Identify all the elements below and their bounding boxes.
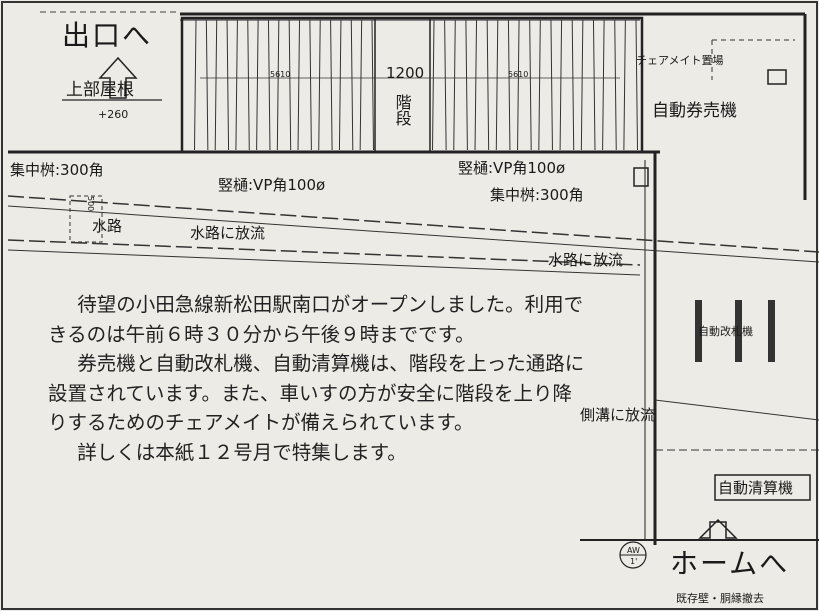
stair-tread xyxy=(559,19,563,151)
downpipe-right-label: 竪樋:VP角100ø xyxy=(458,159,566,177)
article-paragraph-3: 詳しくは本紙１２号月で特集します。 xyxy=(77,440,407,464)
stair-tread xyxy=(571,19,575,151)
stair-tread xyxy=(602,19,605,151)
article-text: 待望の小田急線新松田駅南口がオープンしました。利用できるのは午前６時３０分から午… xyxy=(48,290,588,467)
chair-storage-mark xyxy=(767,69,787,85)
roof-level-label: +260 xyxy=(98,108,129,121)
platform-arrow xyxy=(698,518,738,539)
stair-tread xyxy=(550,19,553,151)
platform-label: ホームへ xyxy=(670,547,790,580)
ticket-gate-label: 自動改札機 xyxy=(698,325,753,338)
stair-tread xyxy=(276,19,280,151)
dimension-right-label: 5610 xyxy=(508,70,529,79)
stair-tread xyxy=(256,19,259,151)
stair-tread xyxy=(350,19,354,151)
catch-basin-right-label: 集中桝:300角 xyxy=(490,186,584,204)
stair-tread xyxy=(318,19,321,151)
exit-arrow xyxy=(98,56,138,99)
roof-label: 上部屋根 xyxy=(66,80,134,100)
channel-dimension-label: 500 xyxy=(86,196,95,212)
stair-tread xyxy=(486,19,490,151)
stair-tread xyxy=(226,19,230,151)
structure-line-1 xyxy=(654,399,819,421)
aw-bottom-label: 1' xyxy=(630,557,638,566)
dimension-left-label: 5610 xyxy=(270,70,291,79)
stair-tread xyxy=(235,19,238,151)
fare-adjust-label: 自動清算機 xyxy=(718,479,794,497)
stair-tread xyxy=(623,19,626,151)
catch-basin-box xyxy=(69,195,103,243)
catch-basin-left-label: 集中桝:300角 xyxy=(10,161,104,179)
stair-tread xyxy=(309,19,312,151)
side-ditch-label: 側溝に放流 xyxy=(580,406,656,424)
stair-tread xyxy=(444,19,447,151)
stair-tread xyxy=(592,19,596,151)
waterway-label: 水路 xyxy=(92,217,123,235)
ticket-gates xyxy=(695,300,775,362)
fare-adjust-box xyxy=(714,474,811,501)
downpipe-mark xyxy=(633,167,649,187)
existing-wall-label: 既存壁・胴縁撤去 xyxy=(676,592,764,605)
article-paragraph-2: 券売機と自動改札機、自動清算機は、階段を上った通路に設置されています。また、車い… xyxy=(48,352,585,434)
ticket-machine-label: 自動券売機 xyxy=(652,101,737,121)
stairs-label: 階段 xyxy=(392,94,412,126)
exit-label: 出口へ xyxy=(62,19,153,52)
stair-tread xyxy=(214,19,218,151)
stair-tread xyxy=(194,19,197,151)
stair-tread xyxy=(529,19,532,151)
chair-storage-label: チェアメイト置場 xyxy=(636,54,724,67)
stair-tread xyxy=(371,19,374,151)
stair-tread xyxy=(495,19,499,151)
stair-tread xyxy=(465,19,468,151)
stair-tread xyxy=(517,19,520,151)
stair-tread xyxy=(205,19,209,151)
stair-tread xyxy=(507,19,511,151)
discharge-left-label: 水路に放流 xyxy=(190,224,266,242)
stair-tread xyxy=(432,19,435,151)
downpipe-left-label: 竪樋:VP角100ø xyxy=(218,176,326,194)
aw-top-label: AW xyxy=(627,546,640,555)
stair-tread xyxy=(297,19,301,151)
stair-tread xyxy=(635,19,638,151)
discharge-right-label: 水路に放流 xyxy=(548,251,624,269)
stair-tread xyxy=(288,19,292,151)
drainage-channels xyxy=(7,195,819,276)
article-paragraph-1: 待望の小田急線新松田駅南口がオープンしました。利用できるのは午前６時３０分から午… xyxy=(48,293,584,346)
stair-tread xyxy=(247,19,250,151)
stair-tread xyxy=(267,19,271,151)
stair-tread xyxy=(359,19,363,151)
stair-treads-left xyxy=(194,19,374,151)
stair-tread xyxy=(474,19,478,151)
stair-tread xyxy=(580,19,584,151)
stair-tread xyxy=(453,19,456,151)
stair-tread xyxy=(330,19,333,151)
stair-tread xyxy=(614,19,617,151)
stair-tread xyxy=(338,19,342,151)
dimension-center-label: 1200 xyxy=(386,64,425,82)
stair-treads-right xyxy=(432,19,638,151)
stair-tread xyxy=(538,19,541,151)
